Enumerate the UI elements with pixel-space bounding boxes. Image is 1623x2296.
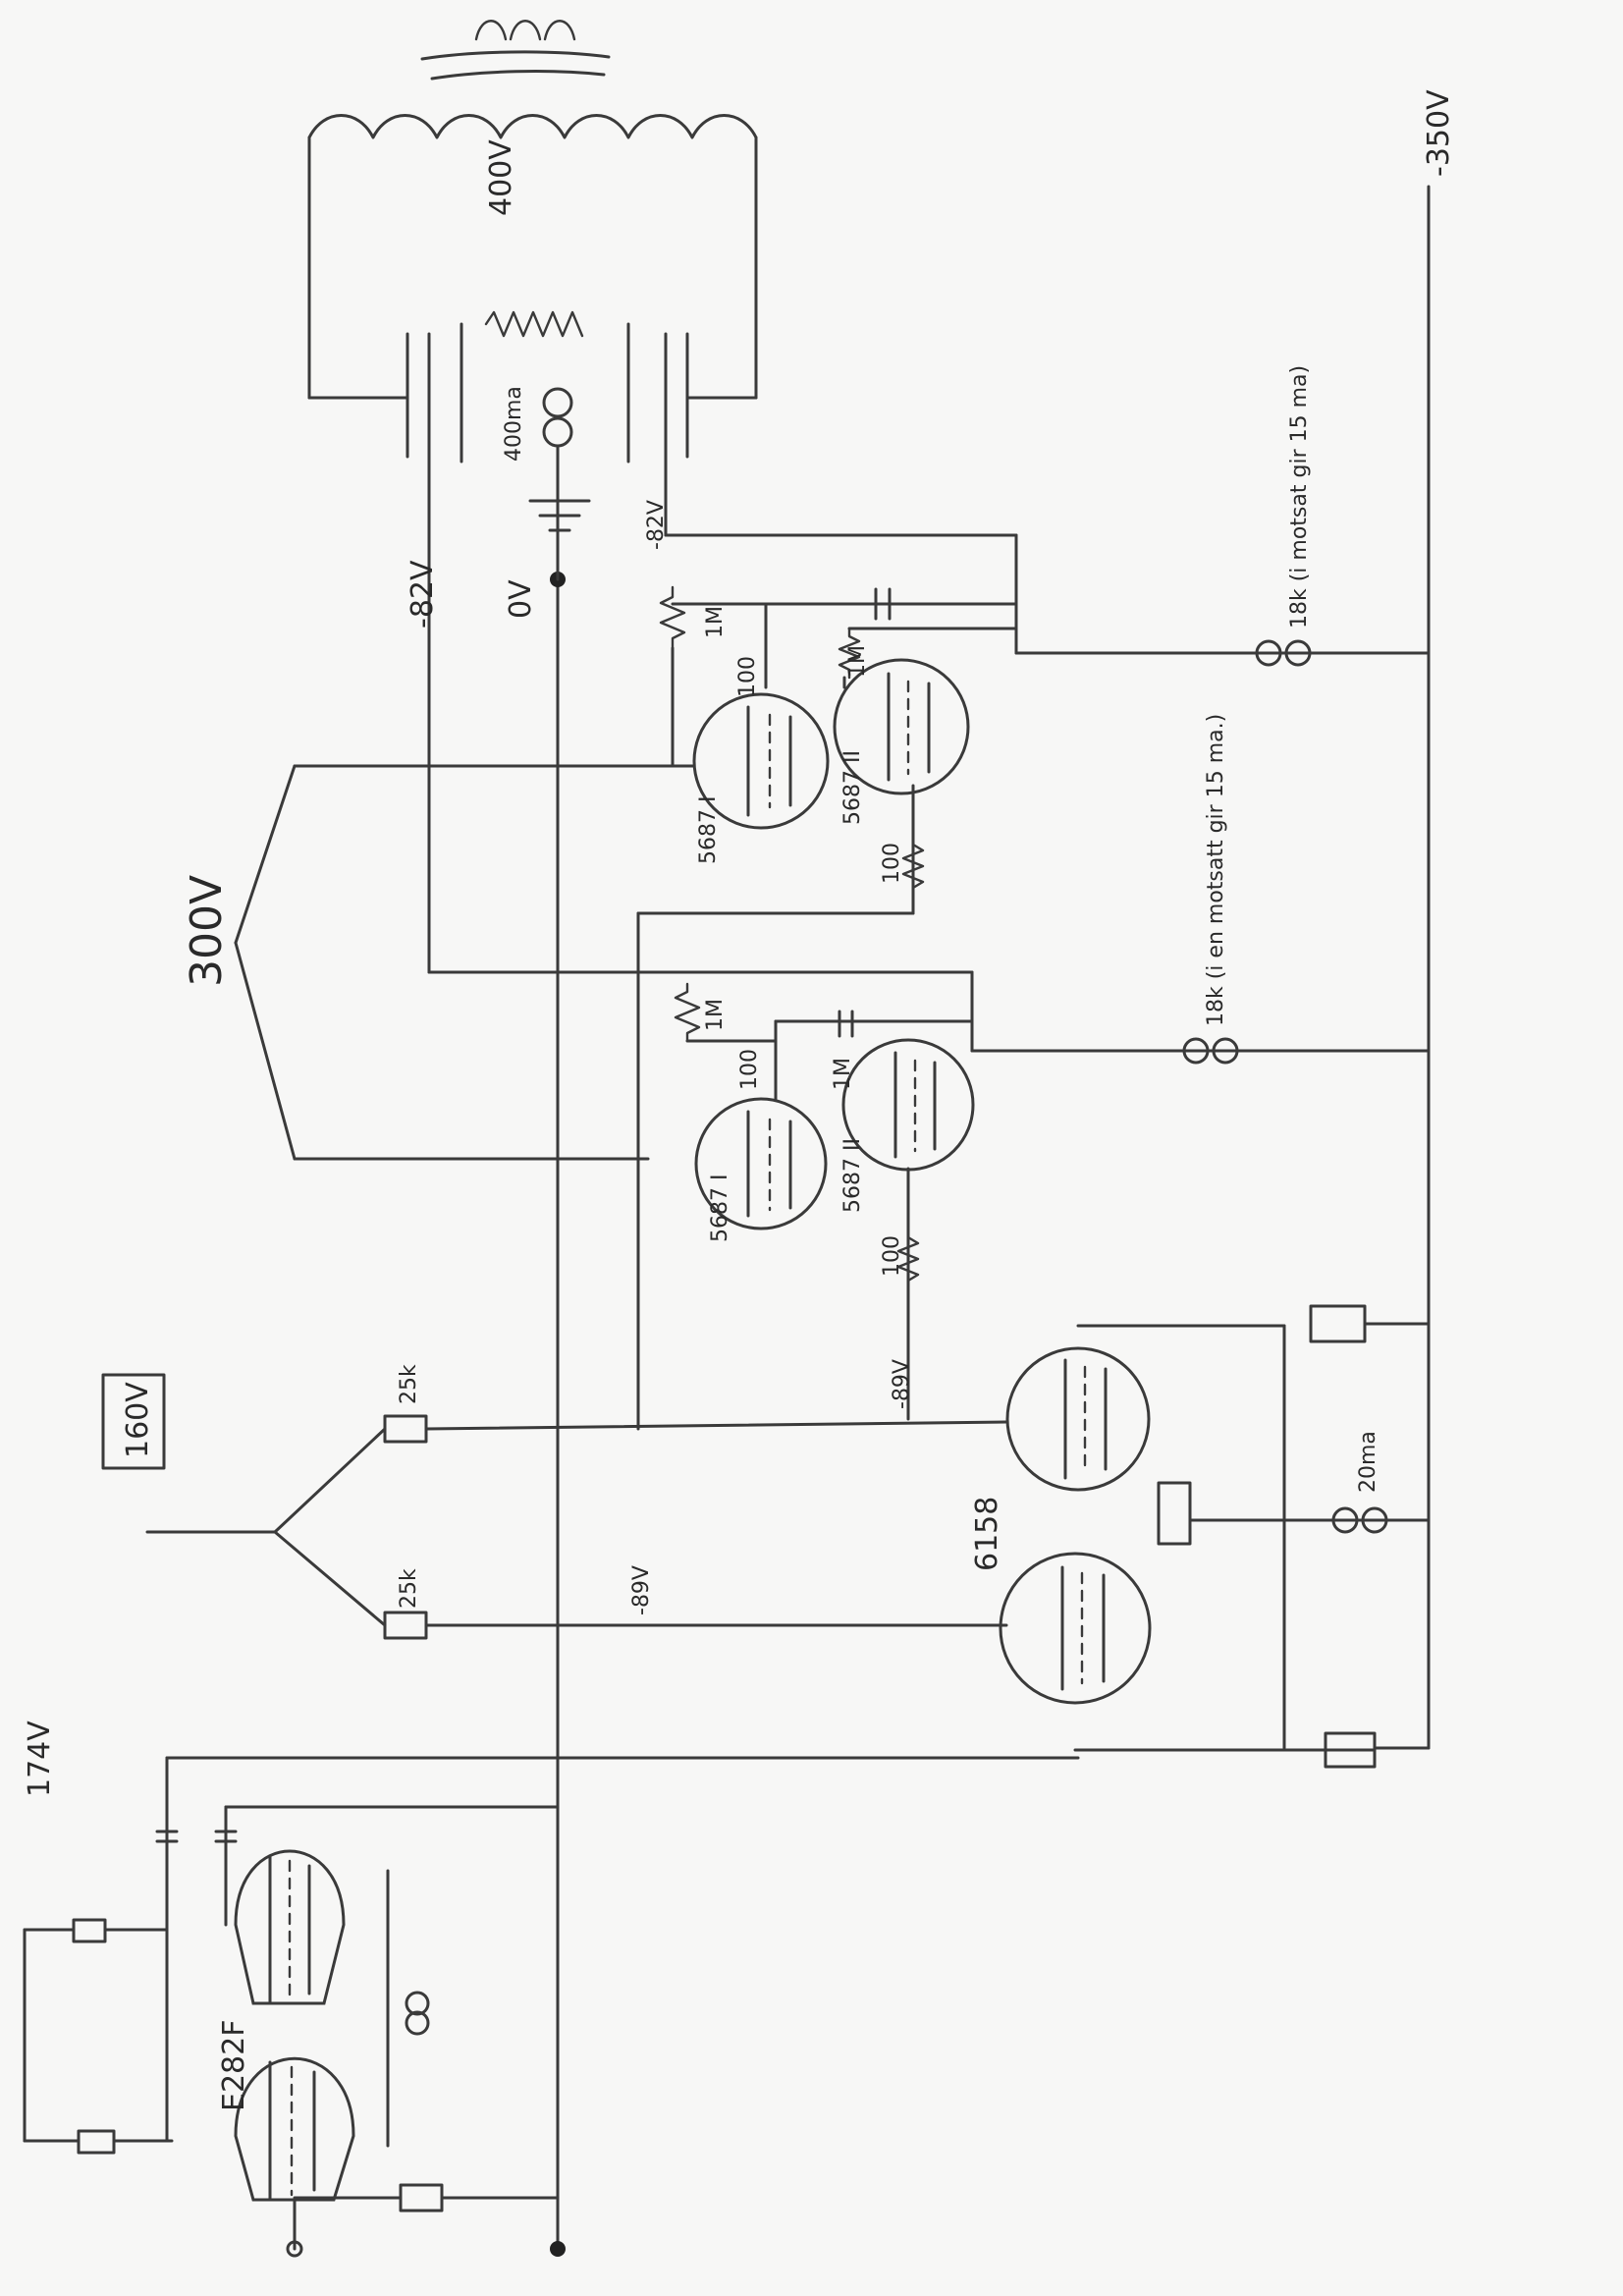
label-20ma: 20ma	[1356, 1431, 1380, 1493]
label-r25k-a: 25k	[397, 1364, 421, 1404]
label-r1m-a: 1M	[703, 606, 728, 638]
label-0v: 0V	[504, 579, 538, 619]
label-400ma: 400ma	[502, 386, 526, 462]
transformer-winding	[307, 20, 758, 581]
tail-wiring	[1073, 1304, 1431, 1769]
tube-e282f-b	[234, 2056, 355, 2202]
label-neg82v-left: -82V	[406, 560, 440, 629]
label-neg89v-b: -89V	[629, 1565, 654, 1615]
label-r1m-b: 1M	[845, 645, 870, 678]
label-sink-lower: 18k (i en motsatt gir 15 ma.)	[1204, 714, 1228, 1026]
label-r100-d: 100	[880, 1235, 904, 1277]
label-tube-5687-lower-1: 5687 I	[708, 1175, 732, 1242]
tube-5687-upper-1	[692, 692, 830, 830]
label-tube-6158: 6158	[970, 1497, 1004, 1571]
upper-pair-wiring	[293, 585, 1431, 1161]
label-174v: 174V	[23, 1721, 57, 1797]
label-tube-5687-lower-2: 5687 II	[840, 1138, 865, 1213]
label-300v: 300V	[182, 875, 232, 987]
label-r100-c: 100	[737, 1049, 762, 1090]
lower-pair-wiring	[674, 970, 1431, 1421]
label-tube-5687-upper-2: 5687 II	[840, 750, 865, 825]
tube-6158-a	[1005, 1346, 1151, 1492]
label-neg82v-right: -82V	[644, 500, 669, 550]
label-r1m-d: 1M	[831, 1058, 855, 1090]
negative-350v-rail	[1373, 185, 1431, 1750]
label-tube-e282f: E282F	[217, 2020, 251, 2111]
label-400v: 400V	[484, 139, 518, 216]
label-neg89v-a: -89V	[890, 1359, 914, 1409]
label-r100-b: 100	[880, 843, 904, 884]
label-160v: 160V	[121, 1382, 155, 1458]
lower-current-sink	[1182, 1037, 1239, 1065]
input-stage-wiring	[23, 1756, 1080, 2258]
tube-5687-lower-1	[694, 1097, 828, 1230]
tube-6158-b	[999, 1552, 1152, 1705]
tube-5687-upper-2	[833, 658, 970, 795]
tube-e282f-a	[234, 1849, 346, 2005]
supply-160v	[101, 1157, 1008, 1640]
label-r1m-c: 1M	[703, 999, 728, 1031]
label-tube-5687-upper-1: 5687 I	[696, 796, 721, 864]
upper-current-sink	[1255, 639, 1312, 667]
supply-300v	[234, 764, 650, 1161]
label-sink-upper: 18k (i motsat gir 15 ma)	[1287, 365, 1312, 629]
label-r25k-b: 25k	[397, 1568, 421, 1609]
negative-82v-feed	[427, 455, 1018, 974]
label-neg350v: -350V	[1422, 89, 1456, 177]
label-r100-a: 100	[735, 656, 760, 697]
labels: 400V -350V -82V -82V 0V 300V 160V -89V -…	[23, 89, 1456, 2111]
